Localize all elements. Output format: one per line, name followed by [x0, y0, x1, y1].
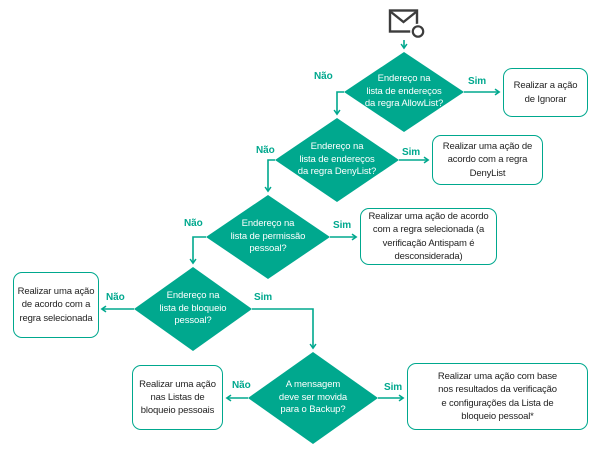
action-block-list-settings-box: Realizar uma ação com base nos resultado… — [407, 363, 588, 430]
branch-label-backup-no: Não — [232, 380, 251, 391]
branch-label-personal-blocklist-no: Não — [106, 292, 125, 303]
action-selected-rule-box: Realizar uma ação de acordo com a regra … — [13, 272, 99, 338]
email-lock-icon — [388, 9, 426, 40]
branch-label-denylist-yes: Sim — [402, 147, 421, 158]
action-selected-rule-antispam-box: Realizar uma ação de acordo com a regra … — [360, 208, 497, 265]
decision-denylist-shape — [275, 118, 399, 202]
decision-personal-blocklist-shape — [134, 267, 252, 351]
branch-label-denylist-no: Não — [256, 145, 275, 156]
connector-personal-blocklist-yes — [252, 308, 313, 348]
action-ignore-box: Realizar a ação de Ignorar — [503, 68, 588, 117]
branch-label-personal-allowlist-yes: Sim — [333, 220, 352, 231]
branch-label-allowlist-no: Não — [314, 71, 333, 82]
action-denylist-rule-box: Realizar uma ação de acordo com a regra … — [432, 135, 543, 185]
decision-allowlist-shape — [344, 52, 464, 132]
branch-label-allowlist-yes: Sim — [468, 76, 487, 87]
connector-denylist-no — [268, 159, 275, 191]
branch-label-personal-blocklist-yes: Sim — [254, 292, 273, 303]
decision-personal-allowlist-shape — [206, 195, 330, 279]
connector-personal-allowlist-no — [193, 236, 206, 263]
action-personal-block-lists-box: Realizar uma ação nas Listas de bloqueio… — [132, 365, 223, 430]
connector-allowlist-no — [337, 91, 344, 114]
branch-label-personal-allowlist-no: Não — [184, 218, 203, 229]
decision-backup-shape — [248, 352, 378, 444]
branch-label-backup-yes: Sim — [384, 382, 403, 393]
